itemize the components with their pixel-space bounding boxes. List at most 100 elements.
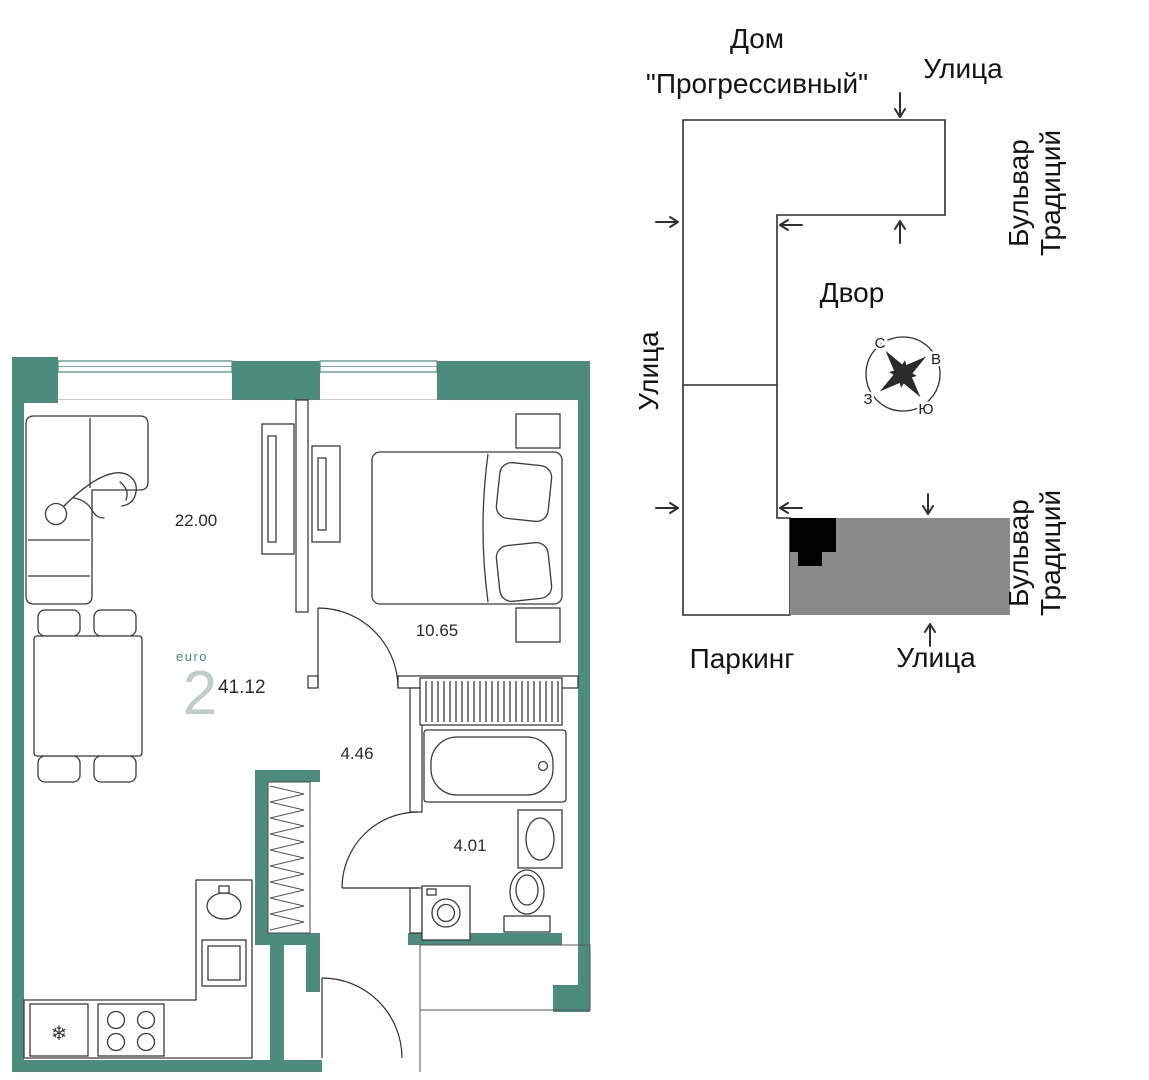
kitchen-faucet: [218, 885, 230, 894]
site-map: С В Ю З Дом "Прогрессивный" Улица Двор У…: [633, 23, 1066, 674]
house-name-line1: Дом: [730, 23, 784, 54]
parking-label: Паркинг: [690, 643, 795, 674]
boulevard-lower-line2: Традиций: [1035, 490, 1066, 616]
total-area: 41.12: [218, 677, 266, 698]
hanger-rail-zigzag: [269, 785, 305, 931]
wall-right: [578, 400, 590, 988]
boulevard-lower-line1: Бульвар: [1003, 499, 1034, 607]
wall-bathroom-lower: [409, 887, 423, 934]
wardrobe: [267, 781, 311, 934]
exterior-walls: [12, 357, 590, 1072]
furniture: ❄: [23, 413, 567, 1059]
corridor-shape: [419, 944, 591, 1011]
washing-machine: [421, 885, 471, 941]
map-labels: Дом "Прогрессивный" Улица Двор Улица Бул…: [633, 23, 1066, 674]
euro-label: euro: [176, 649, 208, 664]
boulevard-label-lower: Бульвар Традиций: [1003, 490, 1066, 616]
tv-unit-living: [261, 423, 295, 555]
dining-table-chairs: [33, 609, 143, 783]
bathtub-drain: [537, 760, 549, 772]
bathroom-sink: [517, 809, 563, 869]
wall-bedroom-door-left: [307, 675, 319, 689]
tv-unit-bedroom: [311, 445, 341, 543]
compass-west-label: З: [863, 391, 872, 408]
wall-top-pillar: [232, 361, 320, 400]
map-arrows: [655, 92, 936, 647]
wall-top-right: [437, 361, 590, 400]
burner: [106, 1032, 126, 1052]
boulevard-label-upper: Бульвар Традиций: [1003, 130, 1066, 256]
snowflake-icon: ❄: [51, 1023, 68, 1045]
arrow-courtyard-left: [779, 219, 803, 231]
living-area-label: 22.00: [175, 511, 218, 530]
chair: [93, 609, 137, 637]
stove: [97, 1003, 165, 1057]
compass-north-label: С: [875, 335, 886, 352]
rooms-count: 2: [183, 659, 217, 728]
arrow-street-top: [894, 92, 906, 118]
wall-hall-stub: [306, 933, 320, 992]
bathroom-shelf: [419, 677, 563, 726]
boulevard-upper-line1: Бульвар: [1003, 139, 1034, 247]
wall-bottom: [12, 1060, 322, 1072]
arrow-left-lower: [655, 502, 679, 514]
bathroom-door: [341, 811, 419, 889]
wall-corridor-corner: [553, 985, 590, 1012]
pillow: [495, 541, 553, 603]
wall-kitchen-divider: [270, 945, 284, 1060]
bedroom-door: [317, 607, 399, 689]
wall-living-bedroom: [295, 399, 309, 613]
street-left-label: Улица: [633, 331, 664, 411]
chair: [37, 755, 81, 783]
compass: С В Ю З: [861, 333, 944, 421]
compass-star: [879, 350, 927, 398]
corridor-outline: [419, 944, 591, 1072]
chair: [93, 755, 137, 783]
bedroom-area-label: 10.65: [416, 621, 459, 640]
compass-south-label: Ю: [918, 401, 933, 418]
yard-label: Двор: [820, 277, 885, 308]
building-outline: [682, 119, 946, 616]
wardrobe-wall-top: [255, 770, 320, 782]
arrow-courtyard-up: [894, 220, 906, 244]
boulevard-upper-line2: Традиций: [1035, 130, 1066, 256]
burner: [136, 1032, 156, 1052]
bathroom-area-label: 4.01: [453, 836, 486, 855]
doors: [317, 607, 419, 1059]
location-marker: [790, 518, 836, 566]
arrow-parking-down: [922, 493, 934, 515]
dishwasher-inner: [207, 945, 241, 981]
compass-circle: [865, 336, 941, 412]
chair: [37, 609, 81, 637]
dining-table: [33, 635, 143, 757]
arrow-street-bottom-up: [924, 623, 936, 647]
wall-top-left-block: [12, 357, 58, 403]
pillow: [495, 461, 553, 523]
wall-left: [12, 403, 24, 1072]
entrance-door: [321, 977, 403, 1059]
arrow-marker-left: [779, 502, 803, 514]
wardrobe-wall-bottom: [255, 933, 320, 945]
wardrobe-wall-left: [255, 770, 268, 945]
hallway-area-label: 4.46: [340, 744, 373, 763]
burner: [106, 1010, 126, 1030]
toilet: [503, 869, 551, 933]
nightstands: [515, 413, 561, 643]
kitchen: ❄: [23, 879, 253, 1059]
arrow-left-upper: [655, 216, 679, 228]
kitchen-sink: [206, 892, 242, 920]
floor-plan: ❄ 22.00 10.65 4.46 4.01 euro 2 41.12: [12, 357, 591, 1072]
compass-east-label: В: [931, 351, 941, 368]
person-figure: [44, 472, 137, 526]
bed: [371, 451, 563, 605]
corner-sofa: [25, 415, 149, 605]
fridge: [29, 1003, 89, 1057]
house-name-line2: "Прогрессивный": [646, 68, 868, 99]
apartment-type: euro 2 41.12: [176, 649, 266, 728]
burner: [136, 1010, 156, 1030]
street-bottom-label: Улица: [896, 642, 976, 673]
windows: [57, 360, 438, 373]
bathtub: [423, 729, 567, 803]
